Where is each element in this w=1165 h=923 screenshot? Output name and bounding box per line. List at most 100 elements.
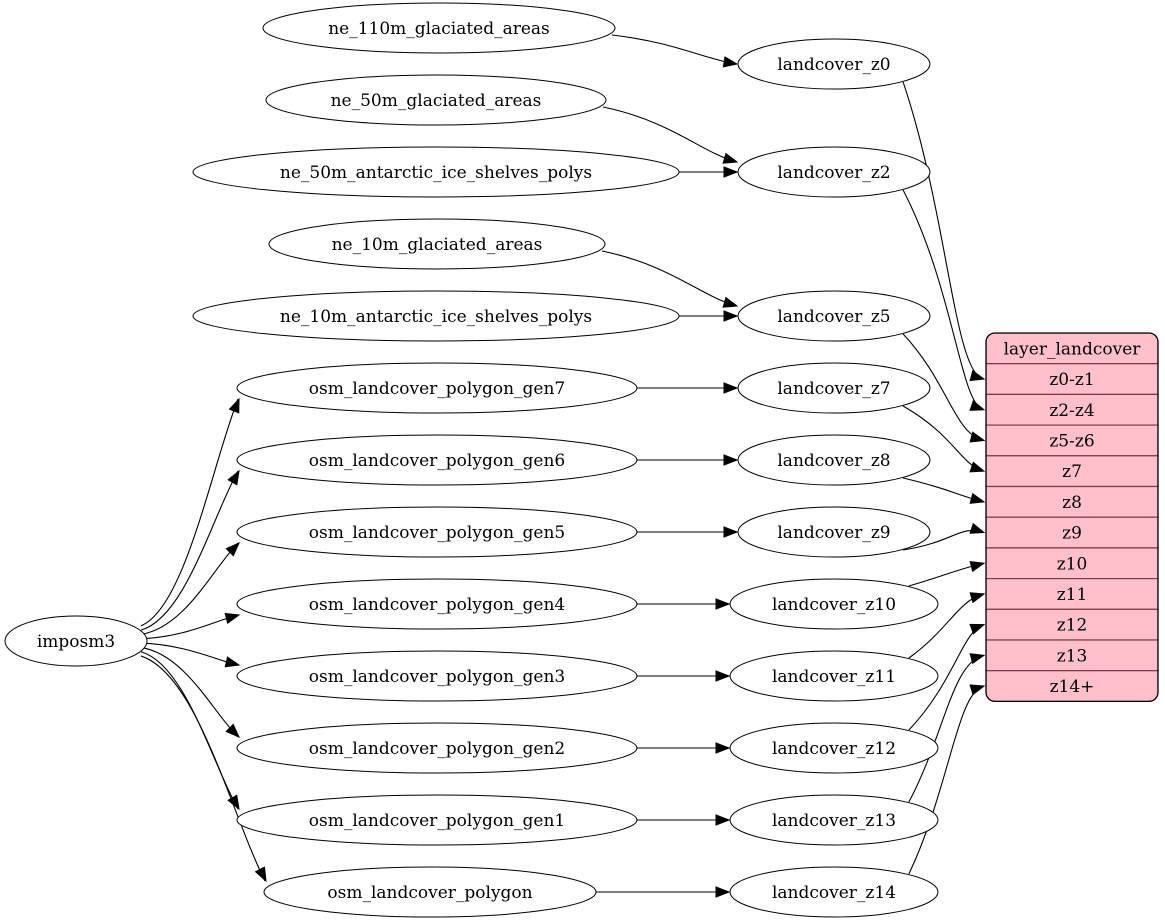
node-osm_landcover_polygon_gen2[interactable]: osm_landcover_polygon_gen2 [236,722,638,774]
node-osm_landcover_polygon_gen3[interactable]: osm_landcover_polygon_gen3 [236,650,638,702]
node-landcover_z0[interactable]: landcover_z0 [737,38,931,90]
node-ellipse-ne_10m_glaciated_areas [268,218,606,270]
table-row-label: z8 [1062,493,1082,513]
node-landcover_z13[interactable]: landcover_z13 [729,794,939,846]
node-landcover_z11[interactable]: landcover_z11 [729,650,939,702]
node-label-ne_10m_antarctic_ice_shelves_polys: ne_10m_antarctic_ice_shelves_polys [280,307,592,327]
arrow-head [722,296,739,308]
table-row[interactable]: z0-z1 [986,363,1158,396]
node-osm_landcover_polygon_gen6[interactable]: osm_landcover_polygon_gen6 [236,434,638,486]
edge-imposm3-osm_landcover_polygon [140,655,266,882]
edge-imposm3-osm_landcover_polygon_gen3 [140,642,239,666]
node-osm_landcover_polygon[interactable]: osm_landcover_polygon [263,866,597,918]
node-label-landcover_z2: landcover_z2 [777,163,890,183]
table-rows-group: layer_landcover z0-z1 z2-z4 z5-z6 z7 z8 z9 z10 z… [986,333,1158,702]
table-row-label: z0-z1 [1049,370,1094,390]
arrow-head [969,461,986,473]
node-label-landcover_z13: landcover_z13 [772,811,896,831]
node-label-osm_landcover_polygon_gen7: osm_landcover_polygon_gen7 [309,379,565,399]
node-label-ne_10m_glaciated_areas: ne_10m_glaciated_areas [332,235,543,255]
table-header-label: layer_landcover [1004,339,1142,359]
arrow-head [225,542,240,557]
node-ellipse-landcover_z8 [737,434,931,486]
arrow-head [225,723,240,738]
table-row-label: z10 [1057,554,1088,574]
edge-imposm3-osm_landcover_polygon_gen4 [140,614,239,640]
arrow-head [723,454,739,466]
table-row[interactable]: z12 [986,608,1158,641]
node-label-osm_landcover_polygon_gen6: osm_landcover_polygon_gen6 [309,451,565,471]
node-ellipse-osm_landcover_polygon_gen1 [236,794,638,846]
node-label-landcover_z8: landcover_z8 [777,451,890,471]
arrow-head [715,670,731,682]
node-ellipse-landcover_z7 [737,362,931,414]
table-row[interactable]: z10 [986,547,1158,580]
arrow-head [224,612,241,624]
table-row-cell-z9 [986,516,1158,549]
edge-imposm3-osm_landcover_polygon_gen6 [140,470,239,631]
table-row-label: z13 [1057,646,1088,666]
node-label-landcover_z10: landcover_z10 [772,595,896,615]
node-landcover_z14[interactable]: landcover_z14 [729,866,939,918]
node-landcover_z10[interactable]: landcover_z10 [729,578,939,630]
arrow-head [969,492,986,504]
table-row-cell-z11 [986,577,1158,610]
edge-ne_10m_glaciated_areas-landcover_z5 [601,250,737,307]
table-row-label: z7 [1062,462,1082,482]
node-landcover_z7[interactable]: landcover_z7 [737,362,931,414]
node-ne_110m_glaciated_areas[interactable]: ne_110m_glaciated_areas [262,2,616,54]
node-osm_landcover_polygon_gen5[interactable]: osm_landcover_polygon_gen5 [236,506,638,558]
table-row[interactable]: z2-z4 [986,393,1158,426]
table-row-cell-z14+ [986,670,1158,702]
table-row-label: z2-z4 [1049,401,1094,421]
node-ellipse-osm_landcover_polygon_gen2 [236,722,638,774]
layer-landcover-table: layer_landcover z0-z1 z2-z4 z5-z6 z7 z8 z9 z10 z… [985,332,1159,703]
table-row[interactable]: z8 [986,485,1158,518]
arrow-head [969,623,986,635]
arrow-head [969,592,986,604]
arrow-head [969,560,986,573]
arrow-head [227,469,240,486]
table-row-cell-z2-z4 [986,393,1158,426]
node-label-ne_50m_antarctic_ice_shelves_polys: ne_50m_antarctic_ice_shelves_polys [280,163,592,183]
table-row[interactable]: z9 [986,516,1158,549]
node-landcover_z2[interactable]: landcover_z2 [737,146,931,198]
table-row[interactable]: z14+ [986,670,1158,702]
node-ellipse-landcover_z14 [729,866,939,918]
node-ne_10m_glaciated_areas[interactable]: ne_10m_glaciated_areas [268,218,606,270]
table-outline [985,332,1159,703]
node-label-landcover_z5: landcover_z5 [777,307,890,327]
arrow-head [969,370,986,382]
node-ellipse-landcover_z13 [729,794,939,846]
node-ellipse-landcover_z11 [729,650,939,702]
table-row[interactable]: z5-z6 [986,424,1158,457]
node-ellipse-osm_landcover_polygon_gen4 [236,578,638,630]
node-ne_50m_antarctic_ice_shelves_polys[interactable]: ne_50m_antarctic_ice_shelves_polys [192,146,680,198]
node-ellipse-landcover_z12 [729,722,939,774]
edge-imposm3-osm_landcover_polygon_gen5 [140,542,239,636]
table-row-label: z14+ [1050,677,1095,697]
node-imposm3[interactable]: imposm3 [4,615,148,667]
node-ellipse-osm_landcover_polygon_gen5 [236,506,638,558]
table-row[interactable]: z11 [986,577,1158,610]
table-row[interactable]: z13 [986,639,1158,672]
node-ne_50m_glaciated_areas[interactable]: ne_50m_glaciated_areas [265,74,607,126]
arrow-head [723,382,739,394]
table-row[interactable]: z7 [986,455,1158,488]
node-osm_landcover_polygon_gen1[interactable]: osm_landcover_polygon_gen1 [236,794,638,846]
node-label-osm_landcover_polygon_gen5: osm_landcover_polygon_gen5 [309,523,565,543]
node-ne_10m_antarctic_ice_shelves_polys[interactable]: ne_10m_antarctic_ice_shelves_polys [192,290,680,342]
arrow-head [969,400,986,411]
arrow-head [715,814,731,826]
arrow-head [969,684,986,696]
node-landcover_z12[interactable]: landcover_z12 [729,722,939,774]
node-osm_landcover_polygon_gen7[interactable]: osm_landcover_polygon_gen7 [236,362,638,414]
node-label-imposm3: imposm3 [37,632,115,652]
node-landcover_z5[interactable]: landcover_z5 [737,290,931,342]
node-label-osm_landcover_polygon: osm_landcover_polygon [327,883,532,903]
node-landcover_z9[interactable]: landcover_z9 [737,506,931,558]
node-landcover_z8[interactable]: landcover_z8 [737,434,931,486]
node-osm_landcover_polygon_gen4[interactable]: osm_landcover_polygon_gen4 [236,578,638,630]
